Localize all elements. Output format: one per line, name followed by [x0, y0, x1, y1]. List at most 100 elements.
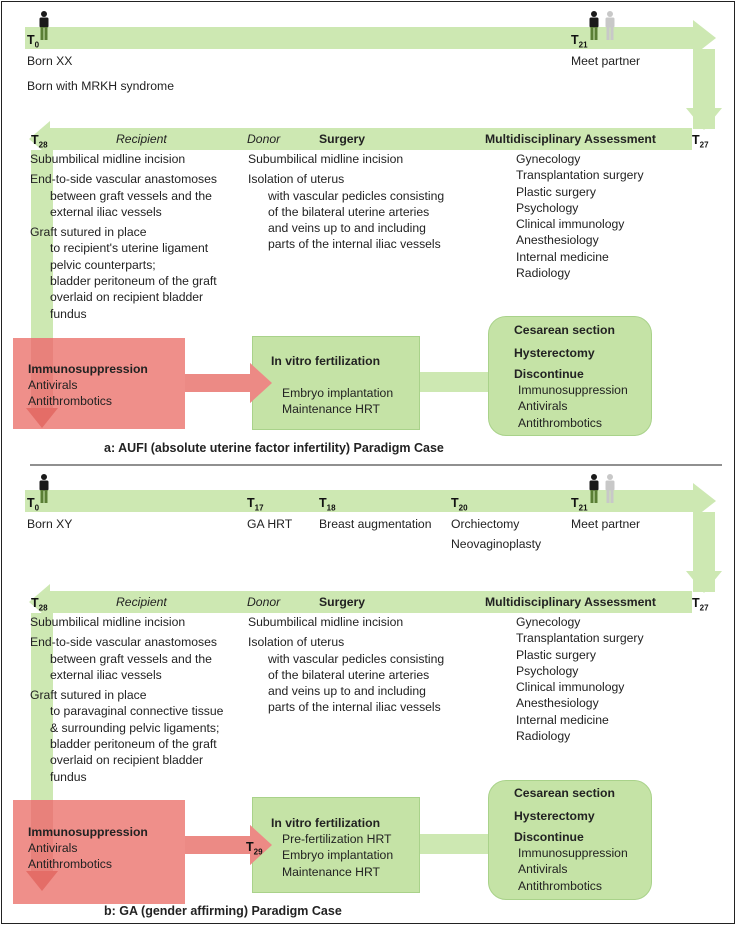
list-item: Antithrombotics: [28, 857, 112, 872]
person-icon: [39, 11, 49, 40]
panel-b-top-arrow-head: [693, 483, 716, 519]
panel-a-hysterectomy: Hysterectomy: [514, 346, 595, 360]
panel-b-recipient-label: Recipient: [116, 595, 167, 609]
panel-a-assessment-list: Gynecology Transplantation surgery Plast…: [516, 151, 644, 281]
list-item: Subumbilical midline incision: [30, 615, 186, 629]
list-item: to paravaginal connective tissue: [50, 704, 224, 719]
list-item: external iliac vessels: [50, 204, 162, 219]
panel-b-row2-head: [29, 584, 50, 620]
panel-a-born: Born XX: [27, 54, 73, 68]
list-item: Antivirals: [518, 399, 568, 414]
panel-b-assessment-list: Gynecology Transplantation surgery Plast…: [516, 614, 644, 744]
panel-b-t0: T0: [27, 496, 40, 513]
panel-a-green-right-shaft: [418, 372, 488, 392]
list-item: with vascular pedicles consisting: [268, 651, 445, 666]
panel-b-donor-list: Subumbilical midline incision Isolation …: [248, 614, 444, 716]
list-item: Transplantation surgery: [516, 168, 644, 183]
panel-a-discontinue-list: Immunosuppression Antivirals Antithrombo…: [518, 382, 628, 431]
list-item: parts of the internal iliac vessels: [268, 700, 441, 715]
list-item: Immunosuppression: [518, 846, 628, 860]
list-item: Anesthesiology: [516, 233, 599, 248]
panel-a-top-arrow-shaft: [25, 27, 693, 49]
list-item: Gynecology: [516, 152, 581, 166]
panel-b-meet-partner: Meet partner: [571, 517, 641, 531]
list-item: Anesthesiology: [516, 696, 599, 711]
list-item: Maintenance HRT: [282, 402, 380, 417]
panel-a-t28: T28: [31, 133, 48, 150]
list-item: overlaid on recipient bladder: [50, 290, 204, 305]
list-item: Transplantation surgery: [516, 631, 644, 646]
list-item: bladder peritoneum of the graft: [50, 737, 217, 752]
panel-a-right-vertical-head: [686, 108, 722, 130]
list-item: overlaid on recipient bladder: [50, 753, 204, 768]
list-item: Graft sutured in place: [30, 225, 147, 240]
list-item: between graft vessels and the: [50, 651, 212, 666]
couple-icon: [589, 11, 615, 40]
list-item: of the bilateral uterine arteries: [268, 667, 430, 682]
panel-a-discontinue: Discontinue: [514, 367, 584, 381]
list-item: Internal medicine: [516, 712, 609, 727]
panel-a-born-with: Born with MRKH syndrome: [27, 79, 174, 93]
panel-a-caption: a: AUFI (absolute uterine factor inferti…: [104, 441, 444, 455]
list-item: End-to-side vascular anastomoses: [30, 635, 217, 650]
panel-b-red-right-shaft: [185, 836, 250, 854]
panel-b-t29: T29: [246, 840, 263, 857]
panel-a-t29: T29: [246, 378, 263, 395]
list-item: and veins up to and including: [268, 221, 426, 236]
panel-a-t21: T21: [571, 33, 588, 50]
person-icon: [39, 474, 49, 503]
list-item: to recipient's uterine ligament: [50, 241, 209, 256]
panel-a-immuno-list: Antivirals Antithrombotics: [28, 377, 112, 410]
panel-b-t27: T27: [692, 596, 709, 613]
list-item: Psychology: [516, 663, 579, 678]
panel-a-top-arrow-head: [693, 20, 716, 56]
list-item: Internal medicine: [516, 249, 609, 264]
panel-a-row2-shaft: [50, 128, 692, 150]
panel-b-arrows: [25, 483, 722, 891]
list-item: Subumbilical midline incision: [30, 152, 186, 166]
list-item: Subumbilical midline incision: [248, 615, 404, 629]
panel-a-surgery-label: Surgery: [319, 132, 366, 146]
list-item: parts of the internal iliac vessels: [268, 237, 441, 252]
panel-a-meet-partner: Meet partner: [571, 54, 641, 68]
panel-a-final-box: [488, 316, 652, 436]
list-item: Gynecology: [516, 615, 581, 629]
list-item: Immunosuppression: [518, 383, 628, 397]
panel-b-ga-hrt: GA HRT: [247, 517, 293, 531]
list-item: Psychology: [516, 200, 579, 215]
list-item: Subumbilical midline incision: [248, 152, 404, 166]
panel-b-immuno-title: Immunosuppression: [28, 825, 148, 839]
panel-a-donor-list: Subumbilical midline incision Isolation …: [248, 151, 444, 253]
panel-b-left-vertical: [31, 613, 53, 813]
panel-b-right-vertical-head: [686, 571, 722, 593]
list-item: Antithrombotics: [28, 394, 112, 409]
panel-b-caption: b: GA (gender affirming) Paradigm Case: [104, 904, 342, 918]
list-item: fundus: [50, 769, 87, 784]
panel-b-row2-shaft: [50, 591, 692, 613]
panel-a-red-right-shaft: [185, 374, 250, 392]
panel-b-discontinue: Discontinue: [514, 830, 584, 844]
panel-b-orchiectomy: Orchiectomy: [451, 517, 520, 531]
list-item: & surrounding pelvic ligaments;: [50, 720, 220, 735]
list-item: Clinical immunology: [516, 680, 625, 695]
panel-b-t17: T17: [247, 496, 264, 513]
list-item: Antivirals: [518, 862, 568, 877]
panel-a-ivf-title: In vitro fertilization: [271, 354, 381, 368]
list-item: Plastic surgery: [516, 184, 596, 199]
panel-b-cesarean: Cesarean section: [514, 786, 615, 800]
list-item: Isolation of uterus: [248, 635, 345, 650]
list-item: Isolation of uterus: [248, 172, 345, 187]
list-item: Plastic surgery: [516, 647, 596, 662]
list-item: Radiology: [516, 729, 571, 744]
list-item: with vascular pedicles consisting: [268, 188, 445, 203]
panel-b-t18: T18: [319, 496, 336, 513]
panel-a-t27: T27: [692, 133, 709, 150]
panel-a-t0: T0: [27, 33, 40, 50]
panel-b-t21: T21: [571, 496, 588, 513]
panel-b-green-right-shaft: [418, 834, 488, 854]
list-item: fundus: [50, 306, 87, 321]
list-item: external iliac vessels: [50, 667, 162, 682]
panel-b-assessment-label: Multidisciplinary Assessment: [485, 595, 656, 609]
panel-b-final-box: [488, 780, 652, 900]
